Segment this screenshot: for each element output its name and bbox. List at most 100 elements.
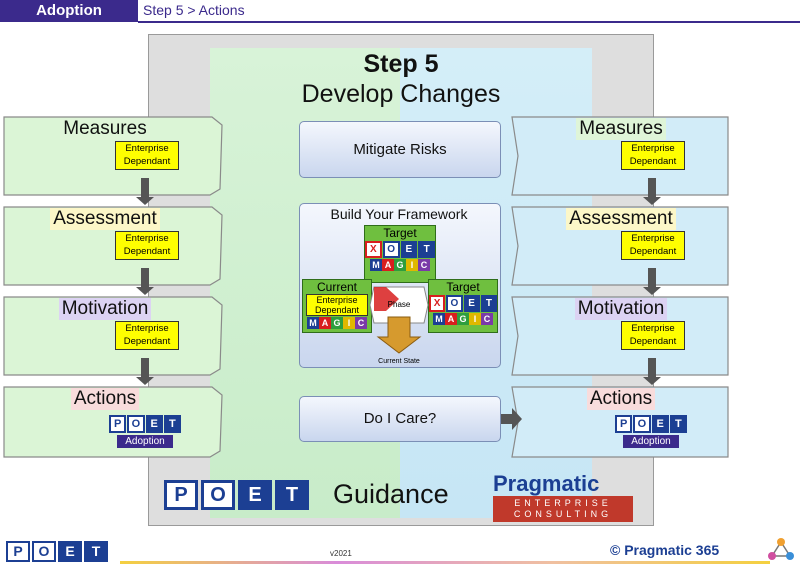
magic-letter: A	[445, 313, 457, 325]
phase-label: Phase	[388, 300, 411, 309]
magic-letter: I	[406, 259, 418, 271]
do-i-care-button[interactable]: Do I Care?	[299, 396, 501, 442]
tag-line: Dependant	[629, 246, 677, 257]
framework-title: Build Your Framework	[330, 206, 468, 222]
magic-strip-top: M A G I C	[365, 259, 435, 271]
stage-shape	[3, 116, 223, 196]
tag-line: Enterprise	[125, 143, 169, 154]
tag-line: Enterprise	[631, 323, 675, 334]
pragmatic-sub-line: ENTERPRISE	[514, 498, 612, 508]
phase-red-arrow	[374, 287, 399, 311]
stage-shape	[511, 116, 729, 196]
tag-line: Dependant	[629, 156, 677, 167]
pragmatic-sub-line: CONSULTING	[513, 509, 613, 519]
stage-label: Motivation	[521, 298, 721, 320]
stage-label: Motivation	[5, 298, 205, 320]
magic-letter: M	[307, 317, 319, 329]
tag-line: Dependant	[629, 336, 677, 347]
header-rule	[138, 21, 800, 23]
stage-label-text: Measures	[60, 118, 150, 140]
poet-letter: O	[201, 480, 235, 510]
down-arrow-icon	[643, 268, 661, 295]
target-top-label: Target	[383, 226, 417, 240]
magic-strip-right: M A G I C	[429, 313, 497, 325]
xoet-letter: O	[446, 295, 463, 312]
pragmatic-logo-title: Pragmatic	[493, 471, 600, 496]
xoet-letter: E	[400, 241, 418, 258]
current-state-label: Current State	[378, 358, 420, 365]
breadcrumb: Step 5 > Actions	[143, 2, 245, 18]
stage-label-text: Motivation	[574, 298, 668, 320]
version-label: v2021	[330, 549, 352, 558]
step-title: Step 5	[363, 50, 439, 78]
poet-letter: O	[127, 415, 145, 433]
current-tag-line: Dependant	[314, 305, 360, 315]
pragmatic-logo-sub: ENTERPRISE CONSULTING	[493, 496, 633, 522]
poet-letter: E	[238, 480, 272, 510]
left-stage-4[interactable]: Actions P O E T Adoption	[2, 385, 224, 467]
poet-letter: P	[615, 415, 633, 433]
xoet-letter: O	[382, 241, 400, 258]
magic-letter: I	[469, 313, 481, 325]
magic-letter: G	[457, 313, 469, 325]
stage-label: Assessment	[521, 208, 721, 230]
adoption-badge: Adoption	[117, 435, 173, 448]
poet-mini-row: P O E T	[615, 415, 687, 433]
guidance-label: Guidance	[333, 479, 449, 509]
mitigate-risks-button[interactable]: Mitigate Risks	[299, 121, 501, 178]
xoet-letter: X	[365, 241, 382, 258]
stage-label-text: Motivation	[58, 298, 152, 320]
section-tab[interactable]: Adoption	[0, 0, 138, 22]
magic-letter: C	[481, 313, 493, 325]
current-tag: Enterprise Dependant	[306, 294, 368, 316]
molecule-logo-icon	[768, 538, 794, 560]
stage-label: Measures	[5, 118, 205, 140]
stage-label-text: Actions	[70, 388, 140, 410]
stage-label-text: Actions	[586, 388, 656, 410]
magic-letter: A	[319, 317, 331, 329]
poet-adoption-logo: P O E T Adoption	[615, 415, 687, 448]
magic-letter: G	[394, 259, 406, 271]
poet-letter: T	[84, 541, 108, 562]
stage-shape	[3, 296, 223, 376]
xoet-logo-right: X O E T	[429, 295, 497, 312]
target-top-box: Target X O E T M A G I C	[364, 225, 436, 283]
poet-logo-footer: P O E T	[6, 541, 108, 562]
tag-line: Dependant	[123, 336, 171, 347]
poet-letter: P	[109, 415, 127, 433]
magic-letter: C	[418, 259, 430, 271]
tag-line: Enterprise	[631, 143, 675, 154]
stage-label: Assessment	[5, 208, 205, 230]
poet-logo-large: P O E T	[164, 480, 309, 510]
stage-label-text: Assessment	[50, 208, 160, 230]
magic-letter: M	[370, 259, 382, 271]
current-label: Current	[316, 280, 357, 294]
poet-letter: E	[145, 415, 163, 433]
down-arrow-icon	[136, 358, 154, 385]
poet-letter: P	[164, 480, 198, 510]
down-arrow-icon	[136, 178, 154, 205]
magic-strip-current: M A G I C	[303, 317, 371, 329]
adoption-badge: Adoption	[623, 435, 679, 448]
tag-line: Dependant	[123, 156, 171, 167]
magic-letter: M	[433, 313, 445, 325]
poet-mini-row: P O E T	[109, 415, 181, 433]
right-stage-4[interactable]: Actions P O E T Adoption	[508, 385, 730, 467]
poet-letter: O	[633, 415, 651, 433]
stage-label-text: Assessment	[566, 208, 676, 230]
copyright-label: © Pragmatic 365	[610, 542, 720, 558]
stage-label: Actions	[521, 388, 721, 410]
tag-line: Enterprise	[125, 323, 169, 334]
poet-letter: T	[163, 415, 181, 433]
stage-label: Actions	[5, 388, 205, 410]
